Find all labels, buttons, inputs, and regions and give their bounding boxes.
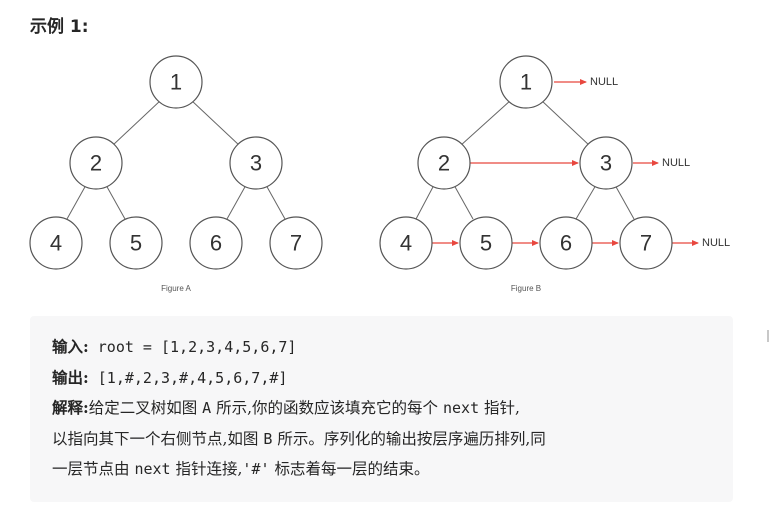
tree-figures: 1 2 3 4 5 6 7 Figure A 1 2 3 4 5 6 7 NUL… [29,55,730,293]
node-label: 7 [640,231,652,256]
edge-3-7 [265,184,286,220]
node-b-3: 3 [579,136,633,190]
explain-text: 所示。序列化的输出按层序遍历排列,同 [272,429,546,448]
node-label: 7 [290,231,302,256]
node-b-1: 1 [499,55,553,109]
example-title: 示例 1: [30,17,89,37]
node-label: 5 [130,231,142,256]
node-b-2: 2 [417,136,471,190]
output-value: [1,#,2,3,#,4,5,6,7,#] [88,368,288,387]
node-label: 3 [250,151,262,176]
edge-2-5 [453,184,474,220]
output-line: 输出: [1,#,2,3,#,4,5,6,7,#] [52,363,711,394]
node-a-5: 5 [109,216,163,270]
node-a-7: 7 [269,216,323,270]
null-label: NULL [590,76,618,88]
node-label: 1 [170,70,182,95]
null-label: NULL [662,157,690,169]
node-a-6: 6 [189,216,243,270]
node-label: 4 [50,231,62,256]
edge-1-3 [540,99,591,147]
node-label: 6 [560,231,572,256]
figure-b-caption: Figure B [511,284,541,293]
explain-line-1: 解释:给定二叉树如图 A 所示,你的函数应该填充它的每个 next 指针, [52,393,711,424]
input-line: 输入: root = [1,2,3,4,5,6,7] [52,332,711,363]
node-a-2: 2 [69,136,123,190]
node-a-4: 4 [29,216,83,270]
node-a-3: 3 [229,136,283,190]
node-b-6: 6 [539,216,593,270]
input-label: 输入: [52,337,89,356]
example-box: 输入: root = [1,2,3,4,5,6,7] 输出: [1,#,2,3,… [30,316,733,502]
edge-3-6 [575,184,597,220]
edge-1-3 [190,99,241,147]
edge-3-6 [226,184,247,220]
explain-line-3: 一层节点由 next 指针连接,'#' 标志着每一层的结束。 [52,454,711,485]
explain-code: next [134,460,171,478]
node-b-5: 5 [459,216,513,270]
explain-text: 以指向其下一个右侧节点,如图 [52,429,264,448]
edge-3-7 [614,184,635,220]
explain-text: 指针连接, [170,460,243,478]
node-label: 6 [210,231,222,256]
explain-text: 一层节点由 [52,460,135,478]
explain-code: A [202,399,212,417]
node-label: 2 [438,151,450,176]
explain-text: 指针, [479,399,520,417]
explain-code: '#' [242,460,270,478]
output-label: 输出: [52,367,89,387]
node-b-4: 4 [379,216,433,270]
edge-2-4 [66,184,87,220]
edge-1-2 [459,99,512,147]
figure-a: 1 2 3 4 5 6 7 Figure A [29,55,323,293]
node-a-1: 1 [149,55,203,109]
figure-a-caption: Figure A [161,284,191,293]
explain-code: B [263,429,273,448]
explain-label: 解释: [52,398,89,417]
node-b-7: 7 [619,216,673,270]
null-label: NULL [702,237,730,249]
node-label: 4 [400,231,412,256]
node-label: 1 [520,70,532,95]
edge-2-5 [105,184,126,220]
edge-2-4 [415,184,435,220]
explain-text: 所示,你的函数应该填充它的每个 [211,399,443,417]
edge-1-2 [111,99,162,147]
figure-b: 1 2 3 4 5 6 7 NULL NULL NULL Figure B [379,55,730,293]
node-label: 2 [90,151,102,176]
node-label: 5 [480,231,492,256]
explain-text: 给定二叉树如图 [88,399,203,417]
scrollbar-edge[interactable] [767,330,769,342]
explain-text: 标志着每一层的结束。 [269,460,430,478]
explain-code: next [443,399,480,417]
explain-line-2: 以指向其下一个右侧节点,如图 B 所示。序列化的输出按层序遍历排列,同 [52,424,711,455]
input-value: root = [1,2,3,4,5,6,7] [88,338,297,356]
node-label: 3 [600,151,612,176]
